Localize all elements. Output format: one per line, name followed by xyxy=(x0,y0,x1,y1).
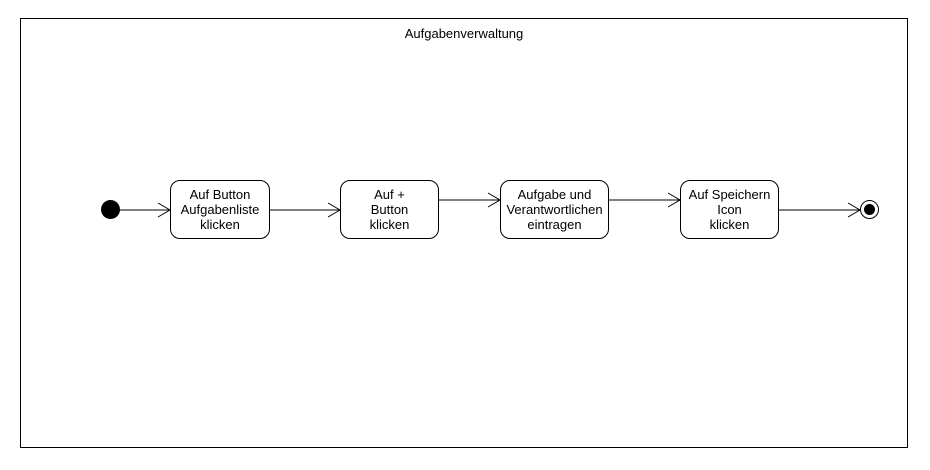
state-label: Auf Button Aufgabenliste klicken xyxy=(180,187,260,232)
initial-node xyxy=(101,200,120,219)
final-node xyxy=(860,200,879,219)
state-label: Auf Speichern Icon klicken xyxy=(688,187,771,232)
final-node-dot xyxy=(864,204,875,215)
activity-frame: Aufgabenverwaltung xyxy=(20,18,908,448)
state-label: Auf + Button klicken xyxy=(369,187,410,232)
state-enter-task[interactable]: Aufgabe und Verantwortlichen eintragen xyxy=(500,180,609,239)
diagram-title: Aufgabenverwaltung xyxy=(404,26,524,41)
state-click-save-icon[interactable]: Auf Speichern Icon klicken xyxy=(680,180,779,239)
state-click-plus-button[interactable]: Auf + Button klicken xyxy=(340,180,439,239)
state-label: Aufgabe und Verantwortlichen eintragen xyxy=(506,187,603,232)
state-open-task-list[interactable]: Auf Button Aufgabenliste klicken xyxy=(170,180,270,239)
